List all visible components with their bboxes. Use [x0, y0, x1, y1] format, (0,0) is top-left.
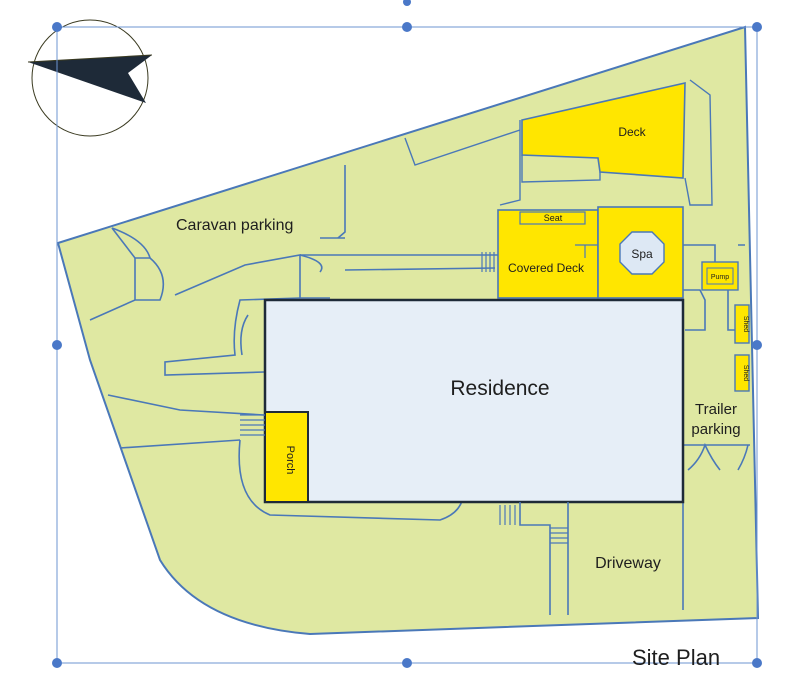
trailer-parking-label-line2: parking: [691, 421, 740, 438]
porch-steps: [240, 414, 265, 436]
selection-handle-icon[interactable]: [752, 658, 762, 668]
seat: [519, 211, 586, 225]
seat-label: Seat: [544, 213, 563, 223]
driveway-label: Driveway: [595, 555, 661, 572]
pump-label: Pump: [711, 274, 729, 281]
porch-label: Porch: [284, 446, 296, 475]
selection-handle-icon[interactable]: [752, 22, 762, 32]
driveway: [519, 502, 569, 615]
shed-bottom: [734, 354, 750, 392]
driveway-steps: [550, 527, 568, 544]
residence-building: [263, 298, 685, 504]
compass-rose-icon: [27, 19, 153, 137]
porch: [264, 411, 309, 503]
spa-label: Spa: [631, 247, 653, 261]
spa-tub: [619, 231, 665, 275]
selection-frame[interactable]: [52, 0, 762, 668]
upper-deck-rail: [404, 79, 713, 206]
pump-inner: [706, 267, 734, 285]
covered-deck: [497, 209, 599, 299]
selection-handle-icon[interactable]: [403, 0, 411, 6]
shed-top: [734, 304, 750, 344]
residence-label: Residence: [450, 377, 549, 400]
selection-handle-icon[interactable]: [52, 658, 62, 668]
covered-deck-door: [575, 244, 598, 258]
trailer-parking-label-line1: Trailer: [695, 401, 737, 418]
site-plan-title: Site Plan: [632, 645, 720, 670]
caravan-parking-label: Caravan parking: [176, 217, 293, 234]
covered-deck-steps: [481, 252, 495, 272]
covered-deck-label: Covered Deck: [508, 261, 585, 275]
deck-label: Deck: [618, 125, 646, 139]
rear-steps: [499, 505, 516, 525]
selection-handle-icon[interactable]: [752, 340, 762, 350]
selection-handle-icon[interactable]: [402, 22, 412, 32]
pump-box: [701, 261, 739, 291]
selection-handle-icon[interactable]: [52, 22, 62, 32]
shed-bottom-label: Shed: [742, 365, 749, 381]
selection-handle-icon[interactable]: [402, 658, 412, 668]
caravan-parking-area: [89, 165, 346, 321]
selection-handle-icon[interactable]: [52, 340, 62, 350]
shed-top-label: Shed: [742, 316, 749, 332]
